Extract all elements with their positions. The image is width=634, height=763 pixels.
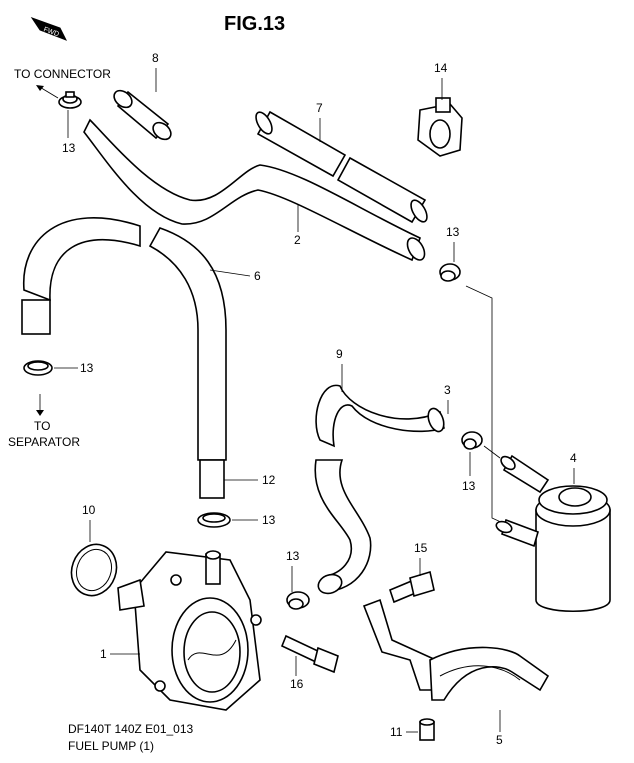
callout-13-right-upper: 13 [446, 225, 460, 239]
callout-5: 5 [496, 733, 503, 747]
sleeve-11 [419, 718, 435, 741]
clip-14 [417, 97, 463, 157]
callout-3: 3 [444, 383, 451, 397]
callout-11: 11 [390, 725, 403, 739]
bolt-16 [280, 634, 339, 674]
clamp-13-lower [286, 591, 310, 610]
callout-10: 10 [82, 503, 96, 517]
clamp-13-filter [461, 431, 483, 450]
figure-title: FIG.13 [224, 13, 285, 35]
bolt-15 [389, 570, 435, 604]
callout-7: 7 [316, 101, 323, 115]
fuel-pump-1 [117, 550, 262, 711]
fuel-filter-4 [495, 454, 611, 612]
o-ring-10 [70, 543, 118, 597]
callout-8: 8 [152, 51, 159, 65]
to-connector-note: TO CONNECTOR [14, 67, 111, 81]
callout-13-filter: 13 [462, 479, 476, 493]
hose-6 [21, 217, 227, 499]
to-separator-note-1: TO [34, 419, 50, 433]
clamp-13-left [23, 360, 53, 376]
clamp-13-center [197, 512, 231, 528]
callout-4: 4 [570, 451, 577, 465]
hose-7 [255, 110, 428, 224]
to-connector-arrowhead-icon [36, 85, 44, 91]
callout-1: 1 [100, 647, 107, 661]
callout-6: 6 [254, 269, 261, 283]
to-separator-arrowhead-icon [36, 410, 44, 416]
clamp-13-top-left [58, 91, 82, 109]
bracket-5 [362, 598, 550, 701]
callout-13-left: 13 [80, 361, 94, 375]
callout-13-lower: 13 [286, 549, 300, 563]
callout-13-center: 13 [262, 513, 276, 527]
callout-12: 12 [262, 473, 276, 487]
to-separator-note-2: SEPARATOR [8, 435, 80, 449]
hose-9 [314, 384, 445, 595]
callout-13-top-left: 13 [62, 141, 76, 155]
callout-16: 16 [290, 677, 304, 691]
clamp-13-right-upper [439, 263, 461, 282]
callout-15: 15 [414, 541, 428, 555]
hose-2 [83, 118, 426, 262]
callout-9: 9 [336, 347, 343, 361]
caption-model-code: DF140T 140Z E01_013 [68, 722, 194, 736]
hose-8 [113, 89, 172, 141]
fwd-arrow-icon: FWD [30, 17, 68, 41]
callout-2: 2 [294, 233, 301, 247]
caption-title: FUEL PUMP (1) [68, 739, 154, 753]
callout-14: 14 [434, 61, 448, 75]
